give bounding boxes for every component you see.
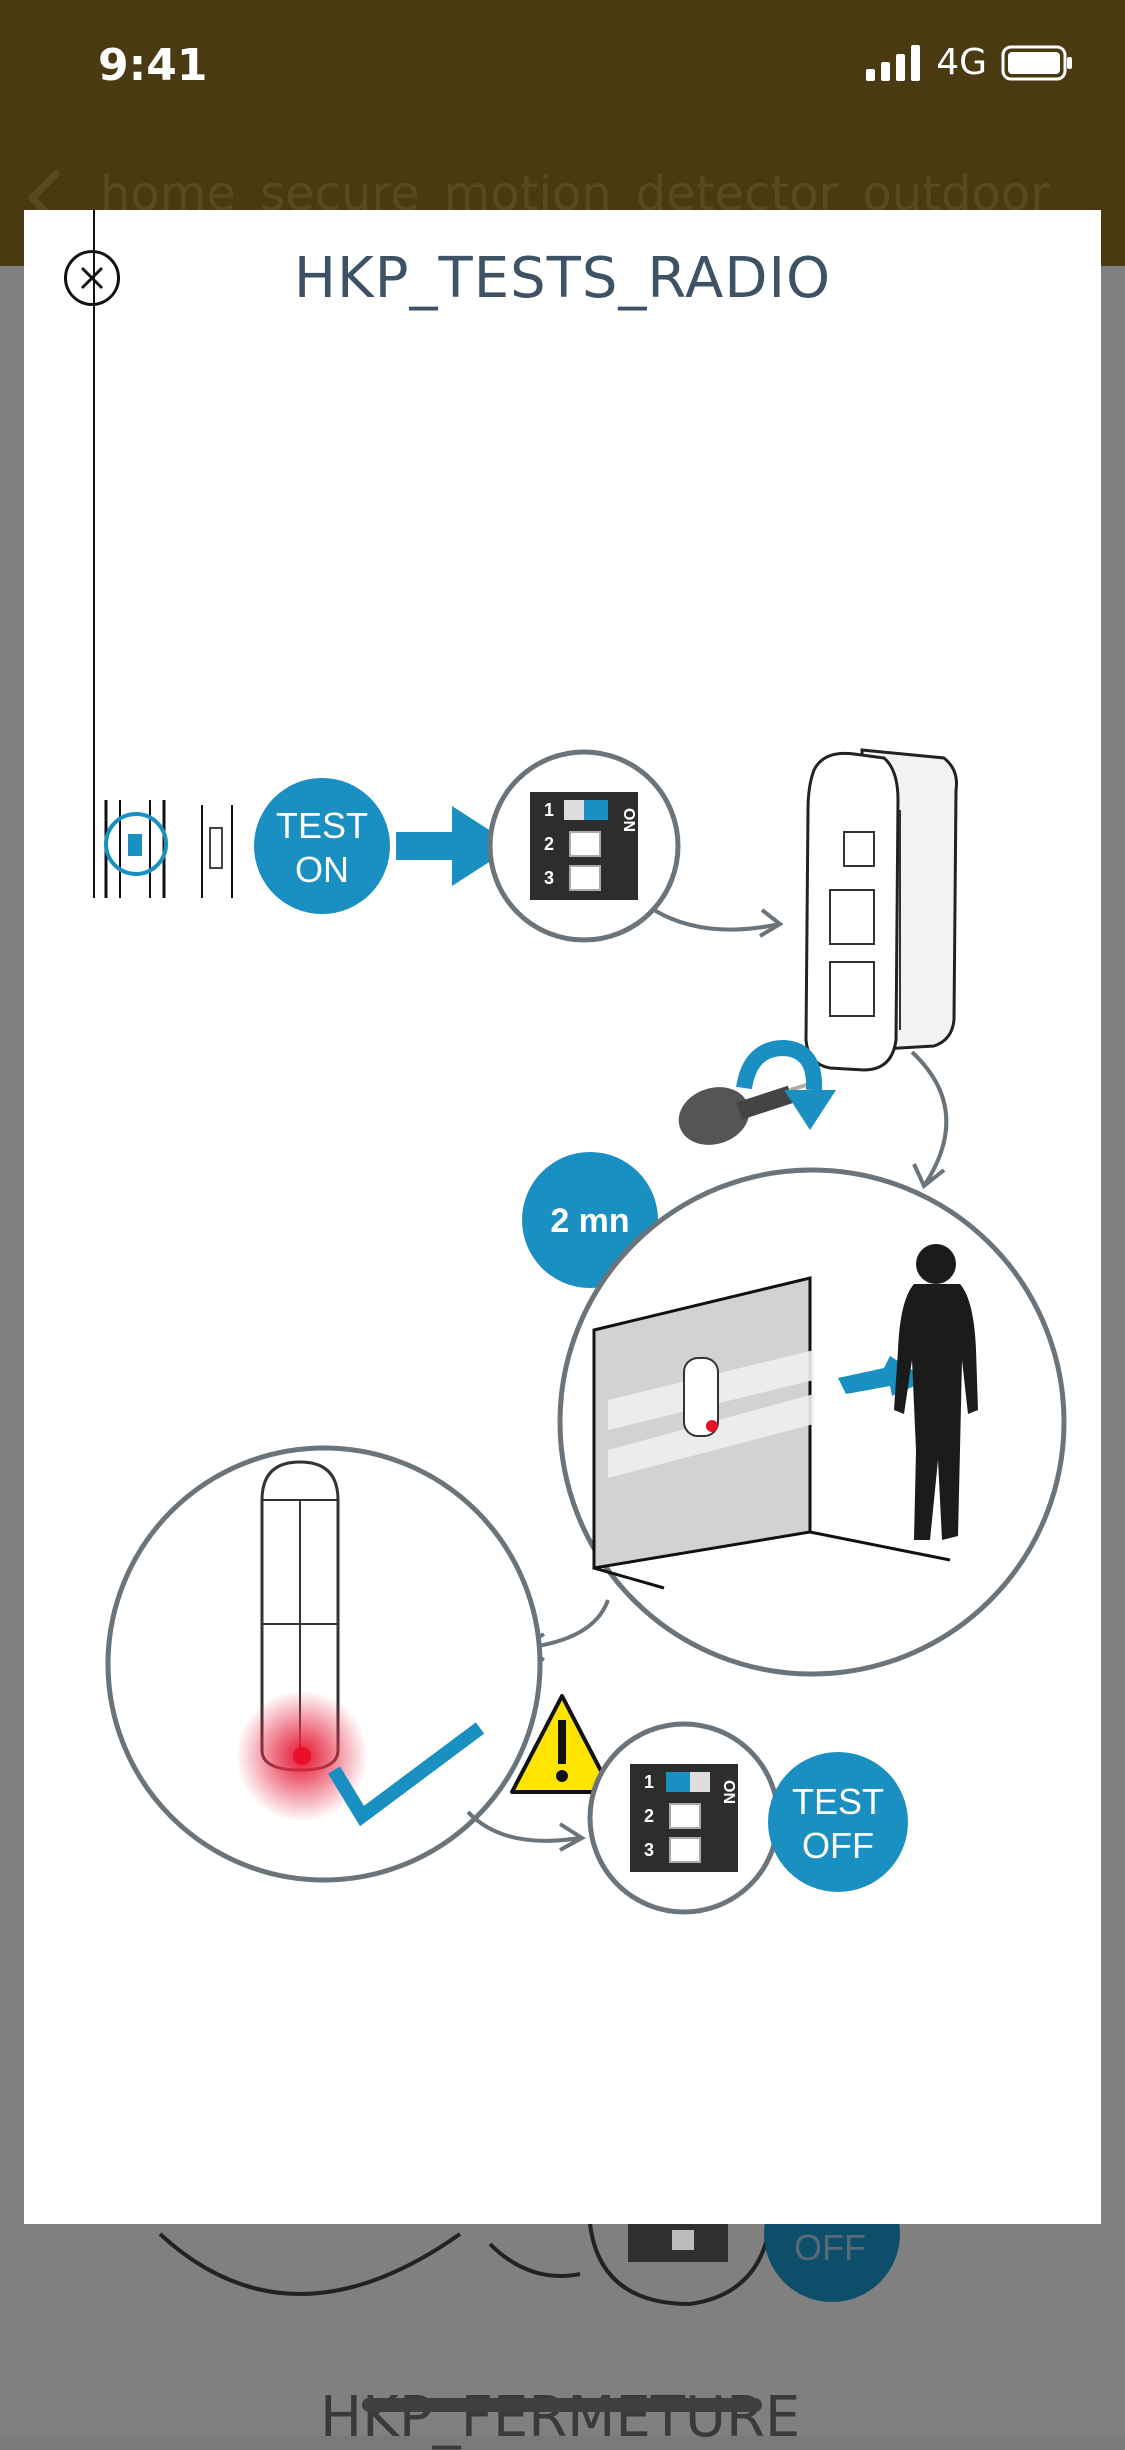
right-arrow-icon — [396, 806, 514, 886]
signal-icon — [866, 44, 921, 81]
warning-icon — [510, 1694, 614, 1794]
switch-off-number-3: 3 — [644, 1840, 654, 1860]
switch-on-label: ON — [620, 808, 637, 832]
home-indicator — [362, 2398, 762, 2412]
status-bar: 9:41 4G — [0, 0, 1125, 136]
test-off-badge: TEST OFF — [768, 1752, 908, 1892]
test-on-badge: TEST ON — [254, 778, 390, 914]
battery-icon — [1001, 45, 1072, 80]
switch-number-3: 3 — [544, 868, 554, 888]
checkmark-icon — [328, 1722, 485, 1827]
detector-board-thumbnail — [93, 210, 233, 898]
background-illustration-peek: OFF — [158, 2224, 900, 2307]
background-section-title: HKP_FERMETURE — [320, 2385, 801, 2450]
dip-switch-off-zoom: ON 1 2 3 — [587, 1721, 781, 1915]
status-indicators: 4G — [866, 42, 1073, 83]
test-instruction-illustration: TEST ON ON 1 2 3 — [93, 210, 1067, 1915]
dip-switch-on-zoom: ON 1 2 3 — [487, 749, 681, 943]
test-off-line2: OFF — [802, 1825, 874, 1866]
close-icon — [80, 266, 104, 290]
walk-test-scene — [557, 1167, 1067, 1677]
switch-number-1: 1 — [544, 800, 554, 820]
switch-off-on-label: ON — [720, 1780, 737, 1804]
timer-label: 2 mn — [550, 1202, 629, 1240]
switch-number-2: 2 — [544, 834, 554, 854]
tests-radio-modal: HKP_TESTS_RADIO TEST — [24, 210, 1101, 2224]
person-silhouette — [894, 1244, 978, 1540]
outdoor-detector-device — [804, 748, 958, 1072]
switch-off-number-2: 2 — [644, 1806, 654, 1826]
modal-title: HKP_TESTS_RADIO — [293, 246, 832, 311]
rotate-arrow-icon — [736, 1039, 823, 1091]
status-time: 9:41 — [98, 40, 208, 91]
test-off-line1: TEST — [792, 1781, 884, 1822]
test-on-line2: ON — [295, 849, 349, 890]
close-button[interactable] — [64, 250, 120, 306]
background-off-label: OFF — [794, 2227, 866, 2268]
network-type: 4G — [936, 42, 987, 83]
flow-arrow — [652, 908, 781, 932]
led-check-zoom — [105, 1445, 543, 1883]
test-on-line1: TEST — [276, 805, 368, 846]
switch-off-number-1: 1 — [644, 1772, 654, 1792]
screwdriver-icon — [678, 1080, 817, 1145]
